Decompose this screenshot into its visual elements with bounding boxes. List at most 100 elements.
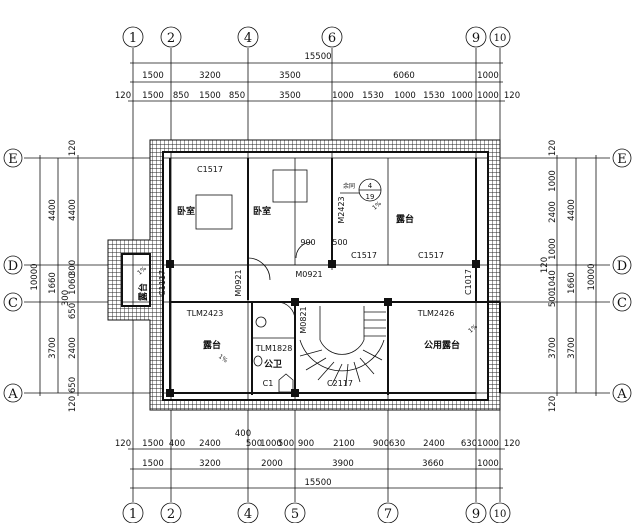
dim: 120: [68, 396, 78, 412]
door-label: TLM1828: [255, 344, 293, 353]
opening-labels: C1517 C1517 C1517 M2423 M0921 M0921 C111…: [136, 165, 479, 388]
dim: 120: [540, 257, 550, 273]
dim: 1000: [394, 91, 416, 101]
door-label: M0921: [295, 270, 322, 279]
dim: 1530: [362, 91, 384, 101]
axis-bubble: 10: [489, 502, 511, 523]
dim: 3500: [279, 91, 301, 101]
dim: 4400: [48, 199, 58, 221]
door-label: M0821: [299, 306, 308, 333]
axis-bubble: 4: [237, 26, 259, 48]
dim-total: 10000: [30, 263, 40, 290]
dim: 1660: [567, 272, 577, 294]
svg-text:2: 2: [167, 507, 175, 522]
room-terrace-ne: 露台: [396, 213, 414, 225]
svg-text:2: 2: [167, 31, 175, 46]
side-axis-markers: E D C A E D C A: [3, 148, 632, 403]
axis-bubble: 2: [160, 502, 182, 523]
dim: 2400: [423, 439, 445, 449]
right-dimensions: 120 1000 2400 1000 120 1040 500 3700 120…: [540, 140, 597, 412]
svg-text:9: 9: [472, 507, 480, 522]
dim: 300: [61, 290, 71, 306]
dim: 120: [548, 140, 558, 156]
dim: 500: [548, 291, 558, 307]
room-public-terrace: 公用露台: [424, 339, 460, 351]
section-sheet: 19: [366, 193, 375, 201]
svg-text:4: 4: [244, 507, 252, 522]
door-label: TLM2423: [186, 309, 224, 318]
spiral-stair-icon: [299, 306, 386, 386]
window-label: C2117: [327, 379, 353, 388]
svg-text:C: C: [8, 296, 18, 311]
svg-text:1: 1: [129, 31, 137, 46]
walls: [121, 151, 501, 401]
door-swing-icon: [247, 257, 271, 281]
dim: 1500: [142, 91, 164, 101]
dim: 650: [68, 303, 78, 319]
dim: 500: [246, 439, 262, 449]
dim: 1000: [477, 71, 499, 81]
dim: 3660: [422, 459, 444, 469]
svg-text:4: 4: [244, 31, 252, 46]
note-label: 余同: [343, 182, 355, 190]
dim: 2400: [548, 201, 558, 223]
window-label: C1017: [464, 269, 473, 295]
dim-total: 10000: [587, 263, 597, 290]
top-axis-markers: 1 2 4 6 9 10: [122, 26, 511, 48]
dim: 1000: [477, 459, 499, 469]
window-label: C1517: [418, 251, 444, 260]
dim: 1500: [199, 91, 221, 101]
svg-text:6: 6: [328, 31, 336, 46]
sink-icon: [255, 316, 267, 328]
svg-text:E: E: [617, 152, 627, 167]
dim: 1000: [477, 91, 499, 101]
slope-label: 1%: [467, 323, 479, 335]
dim: 1000: [477, 439, 499, 449]
dim: 6060: [393, 71, 415, 81]
dim: 3700: [48, 337, 58, 359]
dim: 3500: [279, 71, 301, 81]
svg-text:C: C: [617, 296, 627, 311]
dim: 3200: [199, 71, 221, 81]
axis-bubble: 5: [284, 502, 306, 523]
dim: 2400: [68, 337, 78, 359]
svg-text:10: 10: [494, 33, 507, 44]
svg-text:A: A: [616, 387, 627, 402]
axis-bubble: 7: [377, 502, 399, 523]
svg-text:10: 10: [494, 509, 507, 520]
slope-label: 1%: [217, 353, 229, 364]
axis-bubble: E: [3, 148, 23, 168]
dim-total: 15500: [304, 52, 331, 62]
dim-label: 900: [300, 238, 315, 247]
shower-icon: [278, 373, 294, 393]
dim: 1060: [68, 273, 78, 295]
dim: 1040: [548, 270, 558, 292]
door-label: M0921: [234, 269, 243, 296]
door-label: TLM2426: [417, 309, 455, 318]
dim: 120: [504, 91, 520, 101]
dim: 400: [169, 439, 185, 449]
axis-bubble: 6: [321, 26, 343, 48]
window-label: C1517: [351, 251, 377, 260]
bottom-dimensions: 120 1500 400 2400 400 500 1000 500 900 2…: [115, 429, 520, 488]
dim: 1530: [423, 91, 445, 101]
dim: 3700: [567, 337, 577, 359]
section-number: 4: [368, 182, 373, 190]
room-labels: 卧室 卧室 露台 露台 露台 公用露台 公卫: [137, 205, 460, 370]
furniture: [195, 169, 386, 393]
svg-text:D: D: [8, 259, 18, 274]
dim: 650: [68, 377, 78, 393]
dim: 300: [68, 260, 78, 276]
dim: 400: [235, 429, 251, 439]
dim: 120: [115, 439, 131, 449]
axis-bubble: 1: [122, 26, 144, 48]
left-dimensions: 10000 4400 1660 3700 120 4400 300 1060 3…: [30, 140, 78, 412]
axis-bubble: A: [612, 383, 632, 403]
dim: 1500: [142, 439, 164, 449]
axis-bubble: A: [3, 383, 23, 403]
dim-label: 500: [332, 238, 347, 247]
dim: 900: [373, 439, 389, 449]
dim: 850: [173, 91, 189, 101]
top-dimensions: 15500 1500 3200 3500 6060 1000 120 1500 …: [115, 52, 520, 101]
